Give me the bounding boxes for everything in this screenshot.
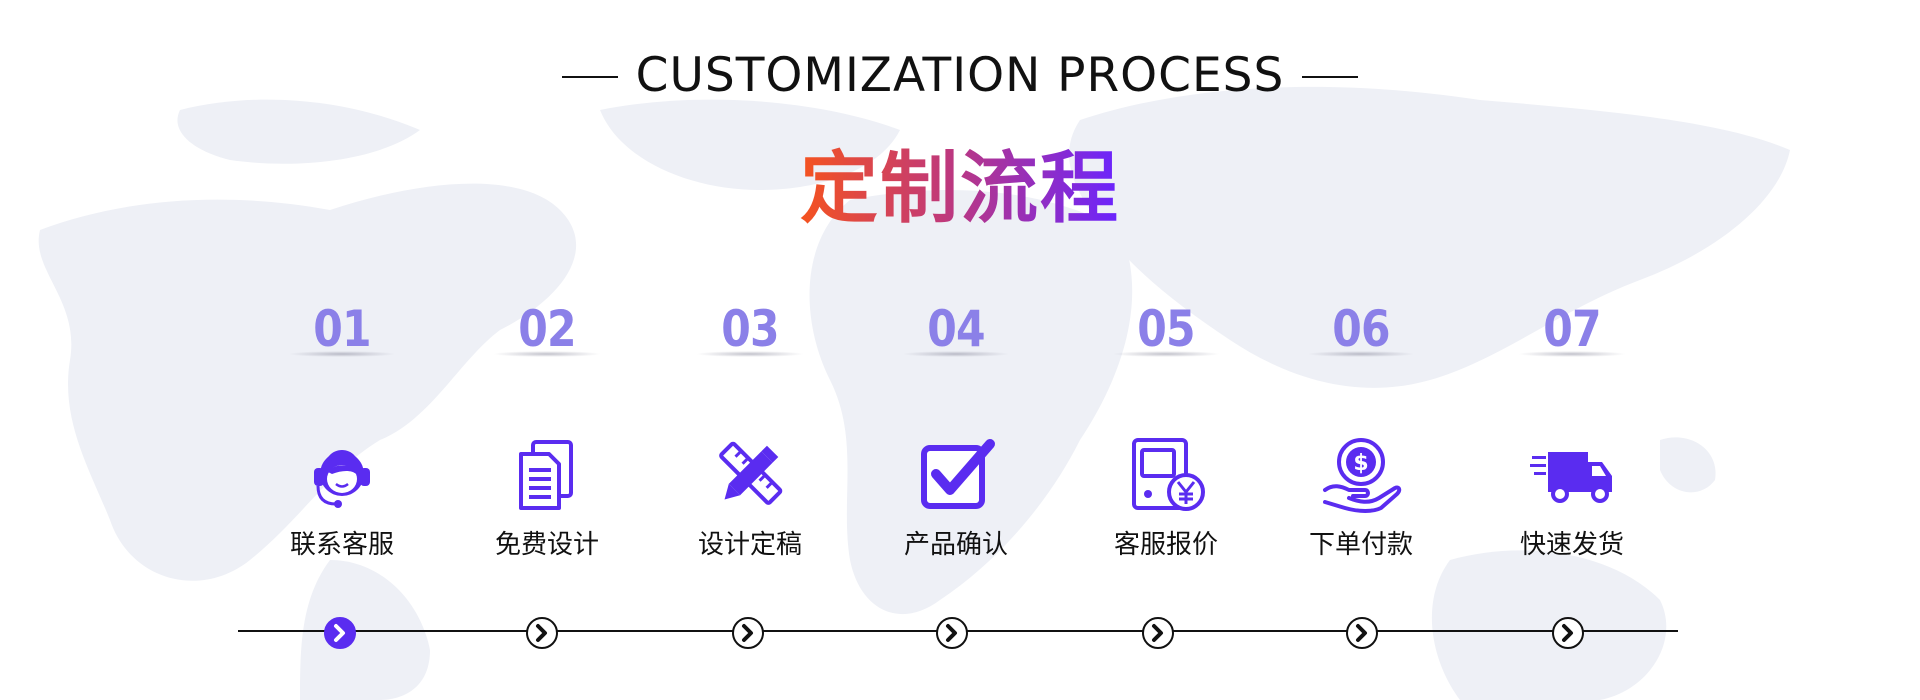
chevron-right-icon xyxy=(536,624,547,642)
step-5: 05 客服报价 xyxy=(1066,0,1266,700)
chevron-right-icon xyxy=(946,624,957,642)
step-number-shadow xyxy=(1518,351,1626,357)
timeline-dot-7[interactable] xyxy=(1552,617,1584,649)
step-2: 02 免费设计 xyxy=(447,0,647,700)
step-number-shadow xyxy=(493,351,601,357)
step-number-shadow xyxy=(696,351,804,357)
step-6: 06 $ 下单付款 xyxy=(1261,0,1461,700)
delivery-truck-icon xyxy=(1530,432,1614,516)
headset-agent-icon xyxy=(300,432,384,516)
step-label: 联系客服 xyxy=(289,530,394,560)
step-label: 客服报价 xyxy=(1113,530,1218,560)
timeline-dot-5[interactable] xyxy=(1142,617,1174,649)
pencil-ruler-icon xyxy=(708,432,792,516)
step-number: 03 xyxy=(721,300,779,358)
hand-coin-icon: $ xyxy=(1319,432,1403,516)
chevron-right-icon xyxy=(1152,624,1163,642)
step-label: 设计定稿 xyxy=(697,530,802,560)
timeline-dot-2[interactable] xyxy=(526,617,558,649)
documents-icon xyxy=(505,432,589,516)
step-number: 05 xyxy=(1137,300,1195,358)
chevron-right-icon xyxy=(1356,624,1367,642)
price-quote-icon xyxy=(1124,432,1208,516)
step-number-shadow xyxy=(902,351,1010,357)
step-3: 03 设计定稿 xyxy=(650,0,850,700)
title-en-text: CUSTOMIZATION PROCESS xyxy=(635,48,1285,103)
title-rule-left xyxy=(561,75,618,78)
step-number: 07 xyxy=(1543,300,1601,358)
timeline-dot-3[interactable] xyxy=(732,617,764,649)
title-rule-right xyxy=(1302,75,1359,78)
step-number-shadow xyxy=(288,351,396,357)
step-number: 06 xyxy=(1332,300,1390,358)
step-1: 01 联系客服 xyxy=(242,0,442,700)
timeline-dot-1[interactable] xyxy=(324,617,356,649)
chevron-right-icon xyxy=(1562,624,1573,642)
step-number-shadow xyxy=(1112,351,1220,357)
chevron-right-icon xyxy=(742,624,753,642)
timeline-dot-6[interactable] xyxy=(1346,617,1378,649)
title-cn-text: 定制流程 xyxy=(799,144,1120,234)
step-number-shadow xyxy=(1307,351,1415,357)
step-number: 01 xyxy=(313,300,371,358)
step-label: 下单付款 xyxy=(1308,530,1413,560)
header-title-en: CUSTOMIZATION PROCESS xyxy=(0,48,1920,103)
step-number: 04 xyxy=(927,300,985,358)
step-label: 快速发货 xyxy=(1519,530,1624,560)
step-7: 07 快速发货 xyxy=(1472,0,1672,700)
step-number: 02 xyxy=(518,300,576,358)
step-label: 产品确认 xyxy=(903,530,1008,560)
chevron-right-icon xyxy=(334,624,345,642)
svg-text:$: $ xyxy=(1353,451,1368,476)
timeline-dot-4[interactable] xyxy=(936,617,968,649)
step-label: 免费设计 xyxy=(494,530,599,560)
header-title-cn: 定制流程 xyxy=(0,126,1920,238)
step-4: 04 产品确认 xyxy=(856,0,1056,700)
checkbox-icon xyxy=(914,432,998,516)
